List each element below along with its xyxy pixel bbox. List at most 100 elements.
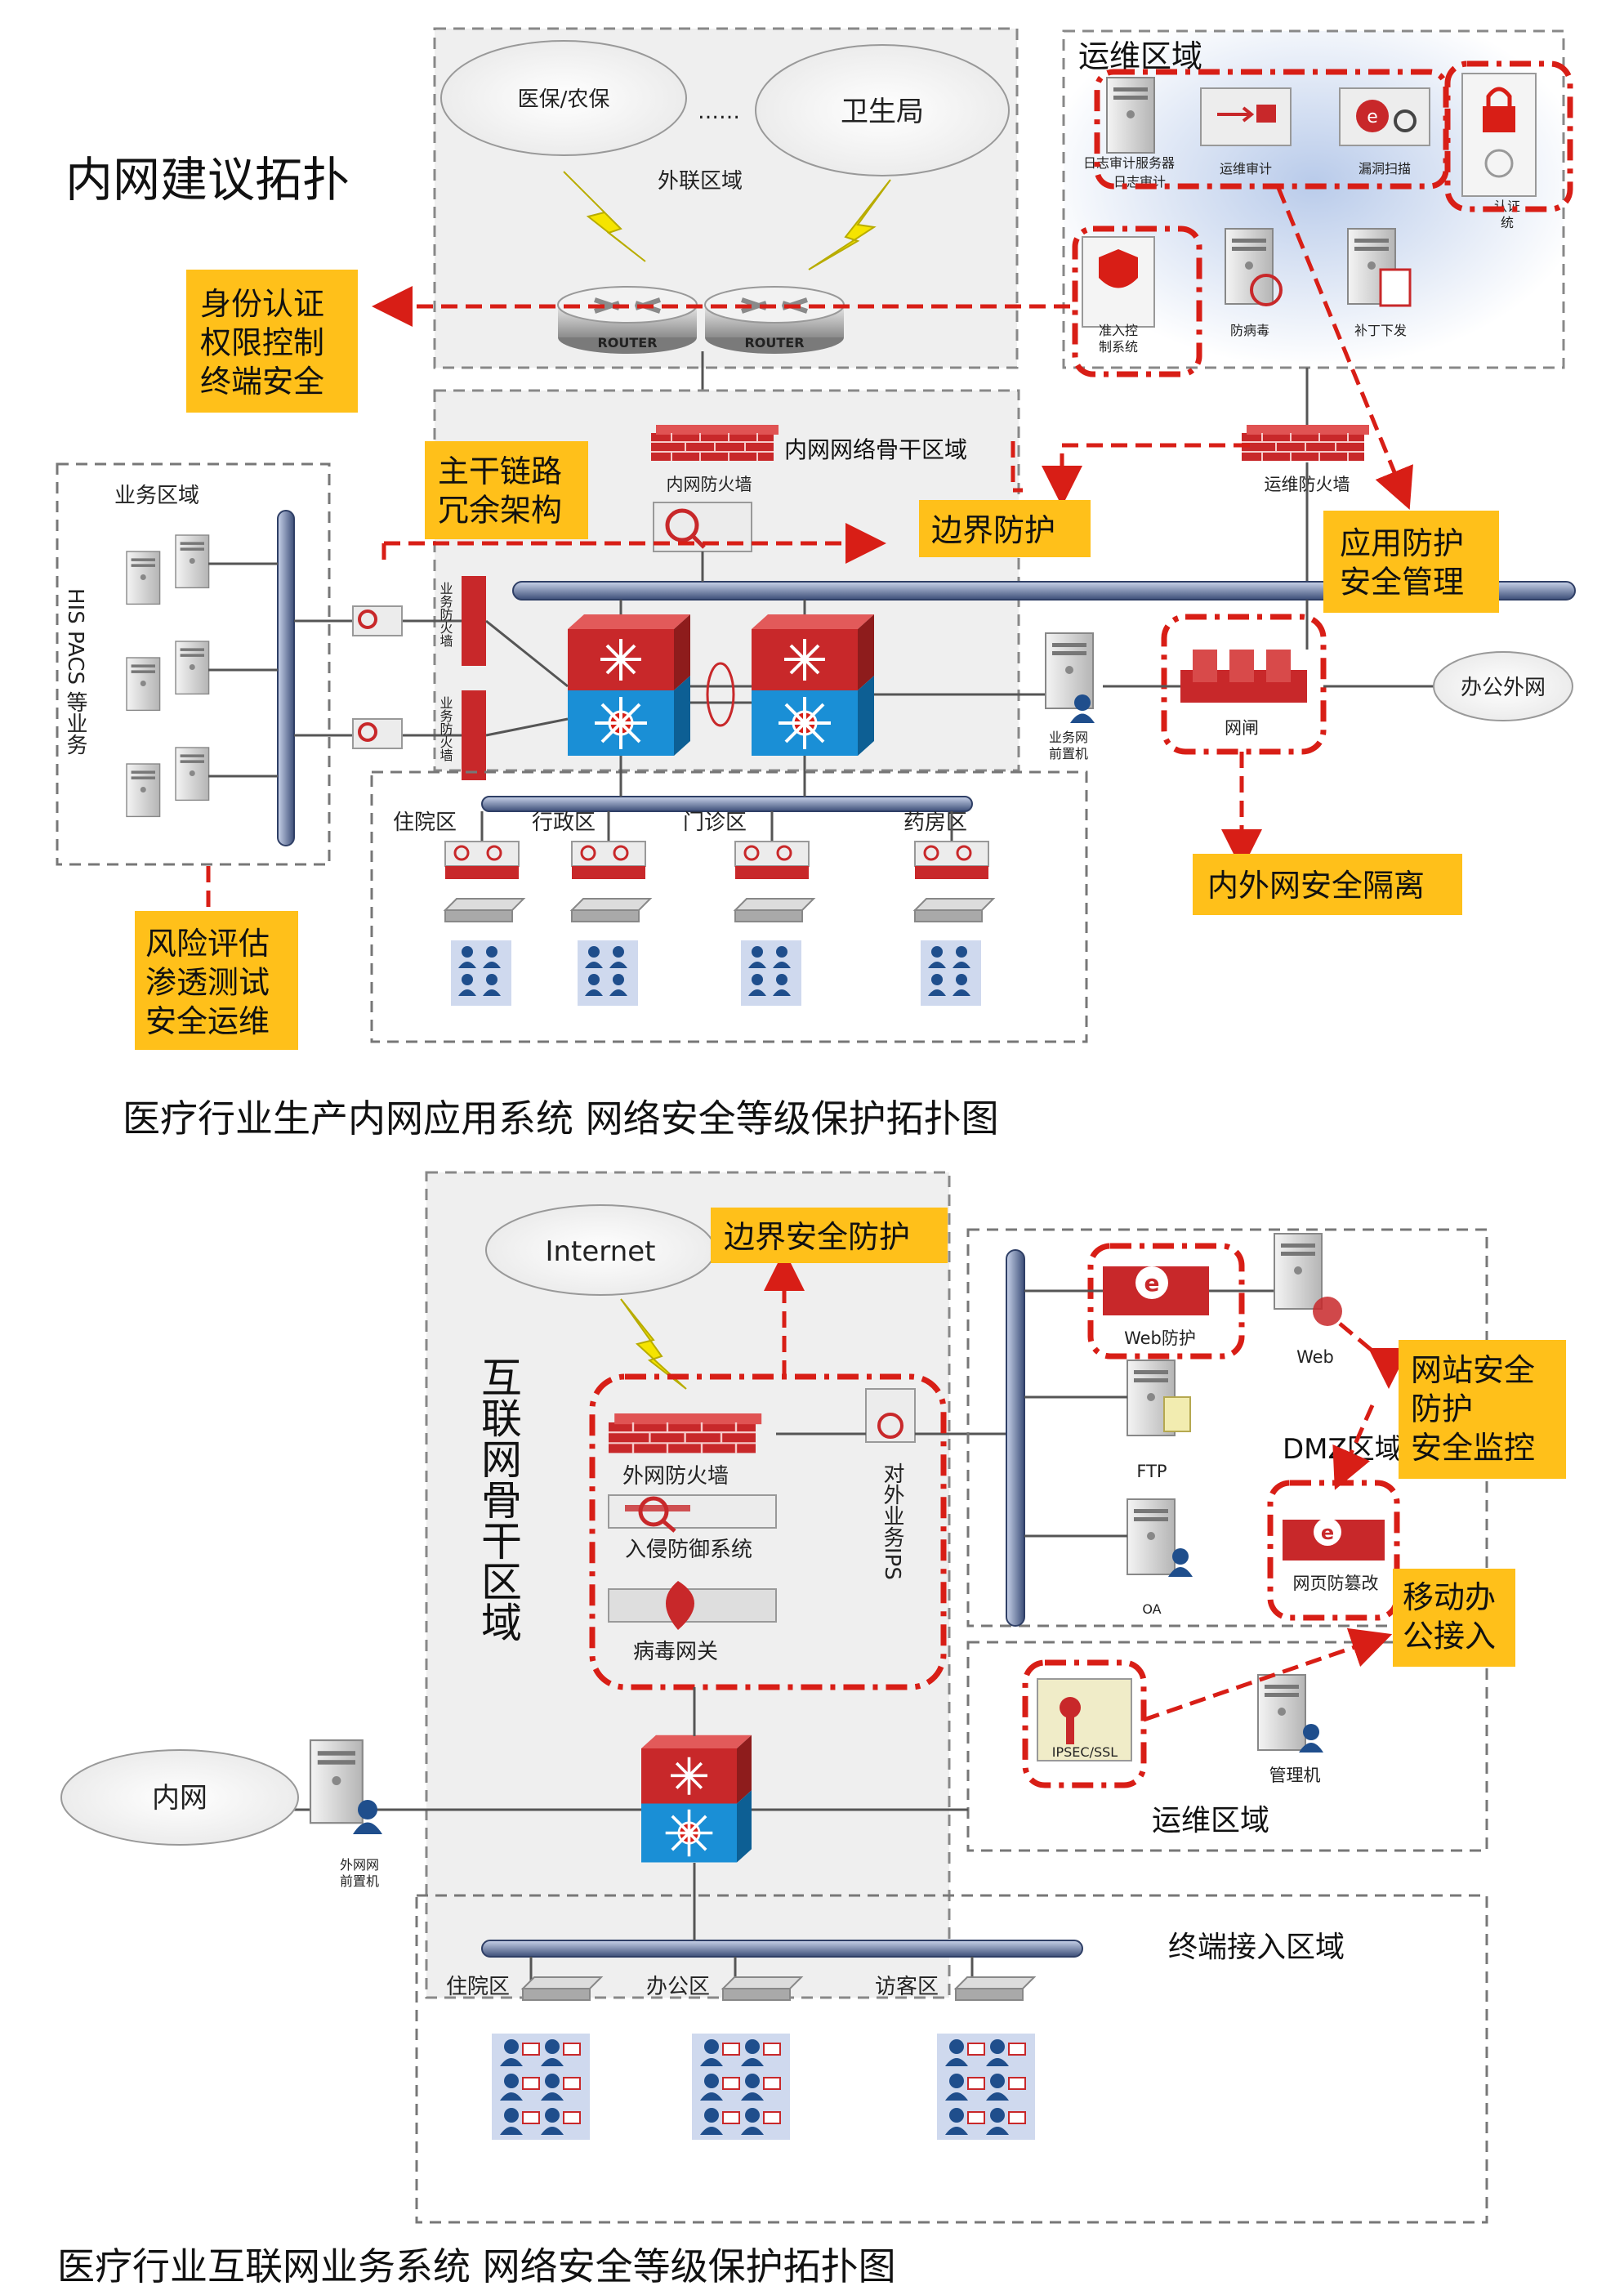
internet-cloud: Internet [485, 1204, 716, 1296]
svg-text:门诊区: 门诊区 [683, 810, 747, 835]
svg-text:漏洞扫描: 漏洞扫描 [1359, 161, 1411, 176]
clouds-ellipsis: …… [698, 100, 740, 124]
biz-firewall-icon [462, 576, 486, 780]
svg-text:网页防篡改: 网页防篡改 [1293, 1574, 1379, 1593]
access-area-3: 门诊区 [683, 810, 814, 1006]
svg-text:边界防护: 边界防护 [931, 512, 1055, 548]
terminal-zone [415, 1894, 1488, 2224]
insurance-cloud-label: 医保/农保 [518, 87, 610, 112]
svg-text:内网: 内网 [152, 1782, 207, 1815]
svg-text:边界安全防护: 边界安全防护 [724, 1219, 910, 1255]
svg-text:补丁下发: 补丁下发 [1354, 323, 1407, 338]
intranet-cloud: 内网 [60, 1749, 299, 1846]
svg-text:内外网安全隔离: 内外网安全隔离 [1207, 868, 1425, 904]
biz-core-link [485, 717, 569, 737]
callout-website: 网站安全防护安全监控 [1399, 1340, 1566, 1479]
svg-text:管理机: 管理机 [1269, 1766, 1321, 1785]
web-protect-device: e Web防护 [1103, 1266, 1209, 1348]
svg-text:准入控制系统: 准入控制系统 [1099, 323, 1138, 355]
website-arrow-2 [1332, 1404, 1375, 1490]
auth-system-device: 认证统 [1461, 73, 1537, 230]
patch-server: 补丁下发 [1347, 228, 1412, 338]
svg-text:FTP: FTP [1136, 1462, 1167, 1481]
biz-core-link [485, 619, 569, 688]
vuln-scan-device: e 漏洞扫描 [1339, 87, 1430, 176]
terminal-area-1: 住院区 [446, 1957, 602, 2141]
svg-text:e: e [1144, 1270, 1160, 1297]
svg-text:主干链路冗余架构: 主干链路冗余架构 [438, 453, 562, 529]
vpn-highlight [1022, 1659, 1147, 1788]
health-bureau-cloud: 卫生局 [755, 44, 1010, 176]
backbone-zone-label: 内网网络骨干区域 [784, 436, 967, 463]
boundary-arrow-1 [1011, 441, 1023, 493]
terminal-zone-label: 终端接入区域 [1168, 1931, 1345, 1964]
inner-firewall-label: 内网防火墙 [667, 475, 752, 494]
backbone-bus [512, 581, 1576, 601]
svg-text:e: e [1367, 107, 1378, 127]
svg-text:行政区: 行政区 [532, 810, 596, 835]
access-bus [481, 796, 973, 812]
ext-front-server: 外网网前置机 [309, 1739, 382, 1889]
callout-isolation: 内外网安全隔离 [1193, 854, 1462, 915]
core-switch-icon [566, 613, 692, 757]
antivirus-server: 防病毒 [1225, 228, 1283, 338]
health-bureau-cloud-label: 卫生局 [841, 96, 924, 128]
boundary-arrow-2 [1042, 443, 1250, 507]
gatekeeper-highlight [1161, 614, 1327, 755]
lightning-icon [563, 171, 646, 262]
boundary-highlight [589, 1373, 947, 1690]
business-zone-label: 业务区域 [114, 484, 199, 508]
svg-text:身份认证权限控制终端安全: 身份认证权限控制终端安全 [200, 286, 324, 400]
av-gateway-device [608, 1581, 777, 1630]
svg-text:防病毒: 防病毒 [1230, 323, 1269, 338]
business-servers [126, 534, 210, 818]
core-redundancy-icon [706, 662, 735, 727]
access-area-2: 行政区 [532, 810, 651, 1006]
biz-front-server: 业务网前置机 [1045, 632, 1095, 761]
internet-backbone-label: 互联网骨干区域 [475, 1356, 522, 1642]
router-icon: ROUTER [705, 287, 844, 354]
svg-text:外网网前置机: 外网网前置机 [340, 1857, 379, 1889]
nac-device: 准入控制系统 [1082, 236, 1155, 355]
vpn-device: IPSEC/SSL [1037, 1678, 1132, 1761]
svg-text:Web: Web [1296, 1347, 1334, 1367]
dmz-bus [1006, 1249, 1025, 1627]
svg-text:药房区: 药房区 [903, 810, 967, 835]
app-protect-arrow [1276, 187, 1413, 510]
terminal-bus [481, 1940, 1083, 1958]
diagram2-caption: 医疗行业互联网业务系统 网络安全等级保护拓扑图 [57, 2244, 896, 2288]
ops2-zone-label: 运维区域 [1152, 1804, 1269, 1837]
svg-text:ROUTER: ROUTER [744, 335, 804, 351]
ips-label: 对外业务IPS [880, 1462, 904, 1580]
svg-text:运维审计: 运维审计 [1220, 161, 1272, 176]
oa-server: OA [1127, 1498, 1193, 1617]
outer-firewall-icon [607, 1412, 763, 1454]
biz-firewall-label: 业务防火墙 [438, 696, 453, 761]
svg-text:访客区: 访客区 [875, 1975, 939, 1999]
svg-text:OA: OA [1142, 1601, 1161, 1617]
callout-backbone: 主干链路冗余架构 [425, 441, 588, 539]
access-area-1: 住院区 [393, 810, 524, 1006]
svg-text:应用防护安全管理: 应用防护安全管理 [1340, 525, 1464, 601]
access-zone [370, 770, 1088, 1043]
outer-firewall-label: 外网防火墙 [622, 1464, 729, 1489]
external-zone-label: 外联区域 [658, 169, 743, 194]
svg-text:业务网前置机: 业务网前置机 [1049, 730, 1088, 761]
ips-device [865, 1388, 916, 1443]
lightning-icon [620, 1298, 687, 1390]
gatekeeper-device: 网闸 [1180, 650, 1307, 738]
callout-boundary: 边界防护 [919, 500, 1091, 557]
office-external-cloud: 办公外网 [1433, 651, 1573, 721]
svg-text:网站安全防护安全监控: 网站安全防护安全监控 [1411, 1352, 1535, 1466]
core-switch-icon [750, 613, 876, 757]
mgmt-server: 管理机 [1257, 1674, 1323, 1785]
router-icon: ROUTER [558, 287, 697, 354]
callout-risk: 风险评估渗透测试安全运维 [135, 911, 298, 1050]
ids2-label: 入侵防御系统 [625, 1538, 752, 1562]
av-gateway-label: 病毒网关 [633, 1640, 718, 1664]
ids2-device [608, 1494, 777, 1533]
svg-text:e: e [1321, 1521, 1334, 1544]
svg-text:日志审计服务器: 日志审计服务器 [1083, 155, 1175, 171]
callout-mobile: 移动办公接入 [1393, 1569, 1515, 1667]
